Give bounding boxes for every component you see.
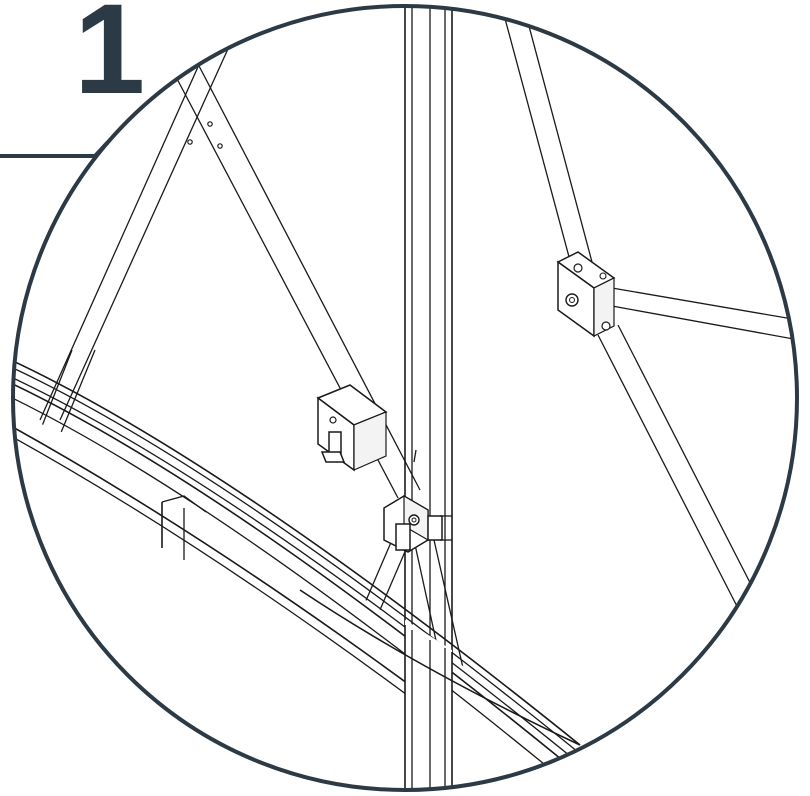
step-number: 1 (74, 0, 145, 121)
detail-magnifier-circle (13, 6, 797, 790)
bracket-box-left (318, 385, 386, 470)
diagonal-strut-upper-right (500, 0, 762, 616)
horizontal-strut-right (612, 288, 810, 342)
callout-leader-line (0, 142, 108, 156)
center-joint-connector (384, 496, 452, 552)
right-joint-connector (558, 252, 614, 336)
curved-ring-beam (13, 355, 640, 790)
